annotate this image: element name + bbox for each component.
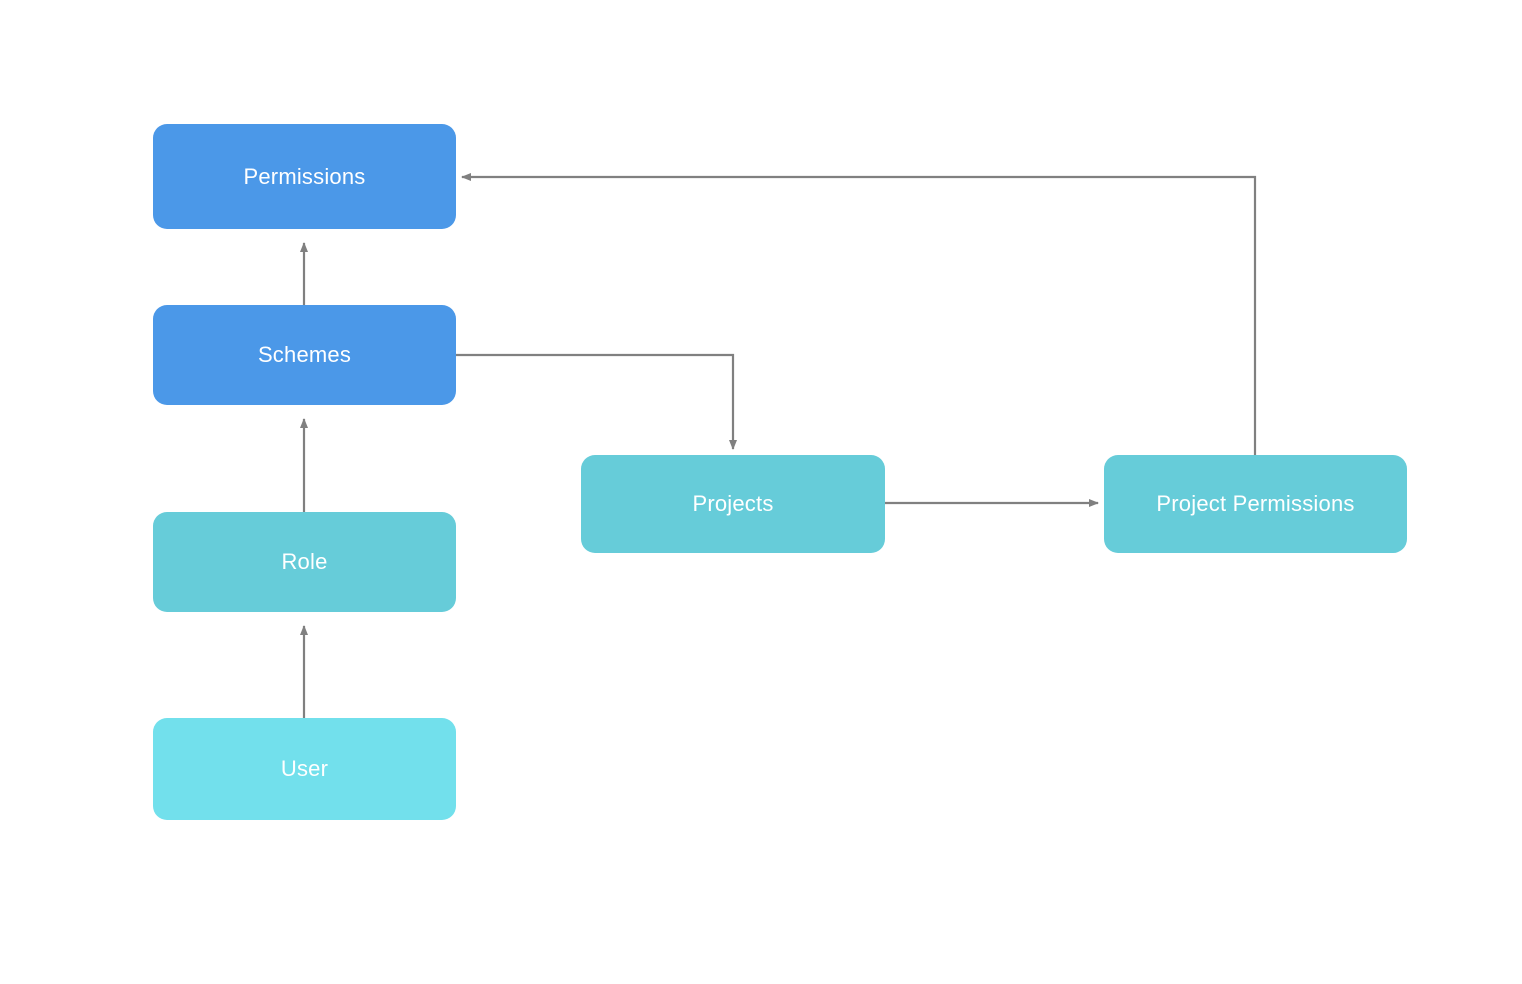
node-schemes[interactable]: Schemes: [153, 305, 456, 405]
node-schemes-label: Schemes: [257, 342, 352, 367]
node-user-label: User: [280, 756, 329, 781]
node-projects-label: Projects: [692, 491, 774, 516]
edge-schemes-to-projects: [456, 353, 737, 450]
node-project-permissions-label: Project Permissions: [1156, 491, 1355, 516]
node-permissions-label: Permissions: [243, 163, 366, 189]
node-user[interactable]: User: [153, 718, 456, 820]
node-role-label: Role: [281, 549, 328, 574]
node-permissions[interactable]: Permissions: [153, 124, 456, 229]
node-role[interactable]: Role: [153, 512, 456, 612]
node-projects[interactable]: Projects: [581, 455, 885, 553]
node-project-permissions[interactable]: Project Permissions: [1104, 455, 1407, 553]
edge-project-permissions-to-permissions: [461, 173, 1257, 455]
